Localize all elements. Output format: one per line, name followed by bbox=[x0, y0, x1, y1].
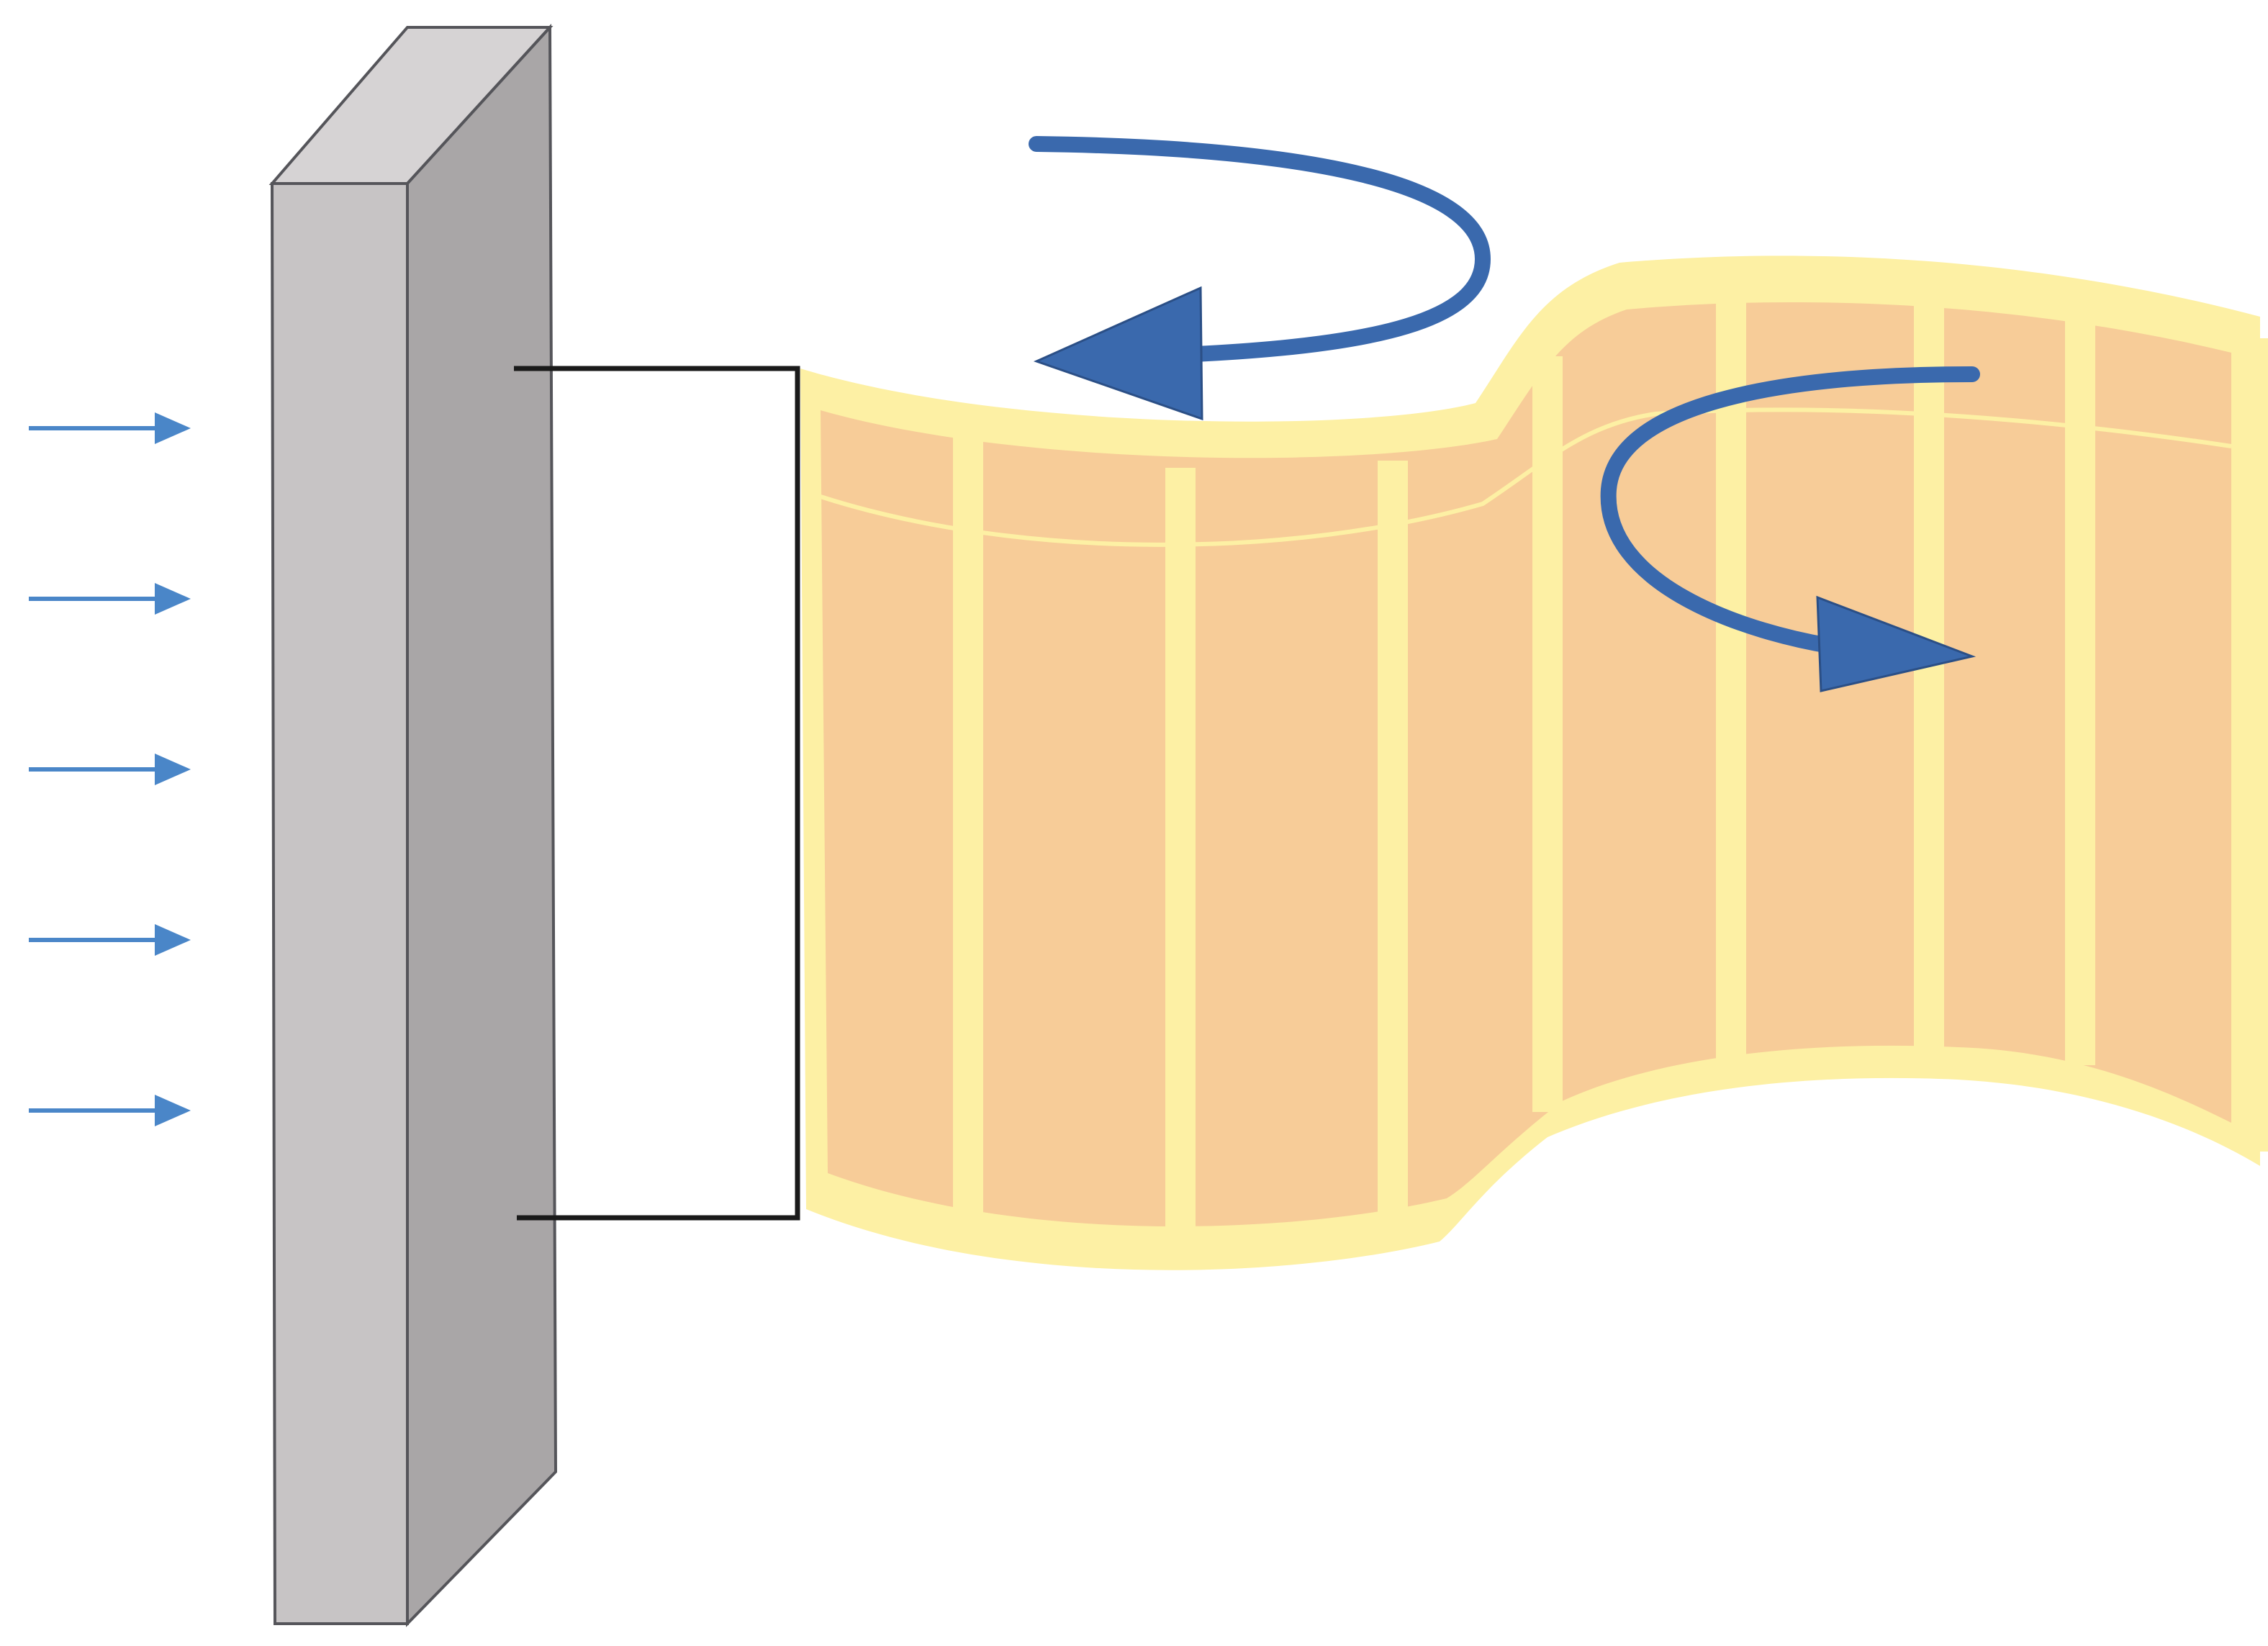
plate-front-face bbox=[270, 182, 409, 1625]
band-seam-line bbox=[820, 407, 2232, 547]
band-dividers bbox=[953, 291, 2268, 1242]
link-bracket bbox=[514, 366, 800, 1221]
plate-side-face bbox=[406, 23, 558, 1627]
flow-arrow bbox=[29, 1095, 191, 1126]
flow-arrow-head bbox=[155, 754, 191, 785]
plate bbox=[268, 23, 558, 1627]
flow-arrows bbox=[29, 412, 191, 1126]
flow-arrow-head bbox=[155, 412, 191, 444]
flow-arrow bbox=[29, 412, 191, 444]
flow-arrow bbox=[29, 924, 191, 956]
flow-arrow-head bbox=[155, 583, 191, 615]
upper-rotation-arrow-head bbox=[1033, 286, 1203, 421]
lower-rotation-arrow-head bbox=[1816, 595, 1976, 692]
lower-rotation-arrow-shaft bbox=[1600, 366, 1980, 656]
flow-arrow bbox=[29, 583, 191, 615]
connector bbox=[514, 366, 800, 1221]
flexible-band bbox=[800, 256, 2268, 1270]
upper-rotation-arrow-shaft bbox=[1029, 136, 1491, 362]
flow-arrow bbox=[29, 754, 191, 785]
flow-arrow-head bbox=[155, 924, 191, 956]
rotation-arrows bbox=[1029, 136, 1980, 692]
flow-arrow-head bbox=[155, 1095, 191, 1126]
